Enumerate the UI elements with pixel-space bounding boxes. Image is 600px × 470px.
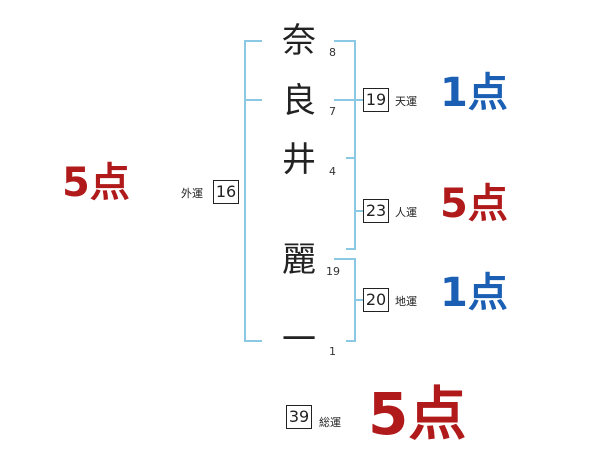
gaiun-label: 外運 — [181, 187, 203, 200]
stroke-count-4: 19 — [326, 265, 340, 278]
chiun-number: 20 — [365, 290, 387, 309]
chiun-number-box: 20 — [363, 288, 389, 312]
chiun-score: 1点 — [440, 270, 508, 316]
left-bracket — [244, 40, 262, 342]
stroke-count-5: 1 — [329, 345, 336, 358]
souun-number: 39 — [288, 407, 310, 426]
stroke-count-2: 7 — [329, 105, 336, 118]
name-char-4: 麗 — [282, 240, 316, 280]
gaiun-number: 16 — [215, 182, 237, 201]
souun-number-box: 39 — [286, 405, 312, 429]
gaiun-number-box: 16 — [213, 180, 239, 204]
jinun-score: 5点 — [440, 181, 508, 227]
souun-label: 総運 — [319, 416, 341, 429]
tenun-number: 19 — [365, 90, 387, 109]
stroke-count-3: 4 — [329, 165, 336, 178]
souun-score: 5点 — [368, 380, 467, 448]
name-char-2: 良 — [282, 81, 316, 121]
tenun-label: 天運 — [395, 95, 417, 108]
jinun-number: 23 — [365, 201, 387, 220]
jinun-bracket — [334, 99, 356, 250]
name-char-3: 井 — [282, 140, 316, 180]
jinun-label: 人運 — [395, 206, 417, 219]
stroke-count-1: 8 — [329, 46, 336, 59]
tenun-number-box: 19 — [363, 88, 389, 112]
name-char-1: 奈 — [282, 21, 316, 61]
gaiun-score: 5点 — [62, 160, 130, 206]
jinun-number-box: 23 — [363, 199, 389, 223]
chiun-label: 地運 — [395, 295, 417, 308]
name-char-5: 一 — [282, 320, 316, 360]
tenun-score: 1点 — [440, 70, 508, 116]
